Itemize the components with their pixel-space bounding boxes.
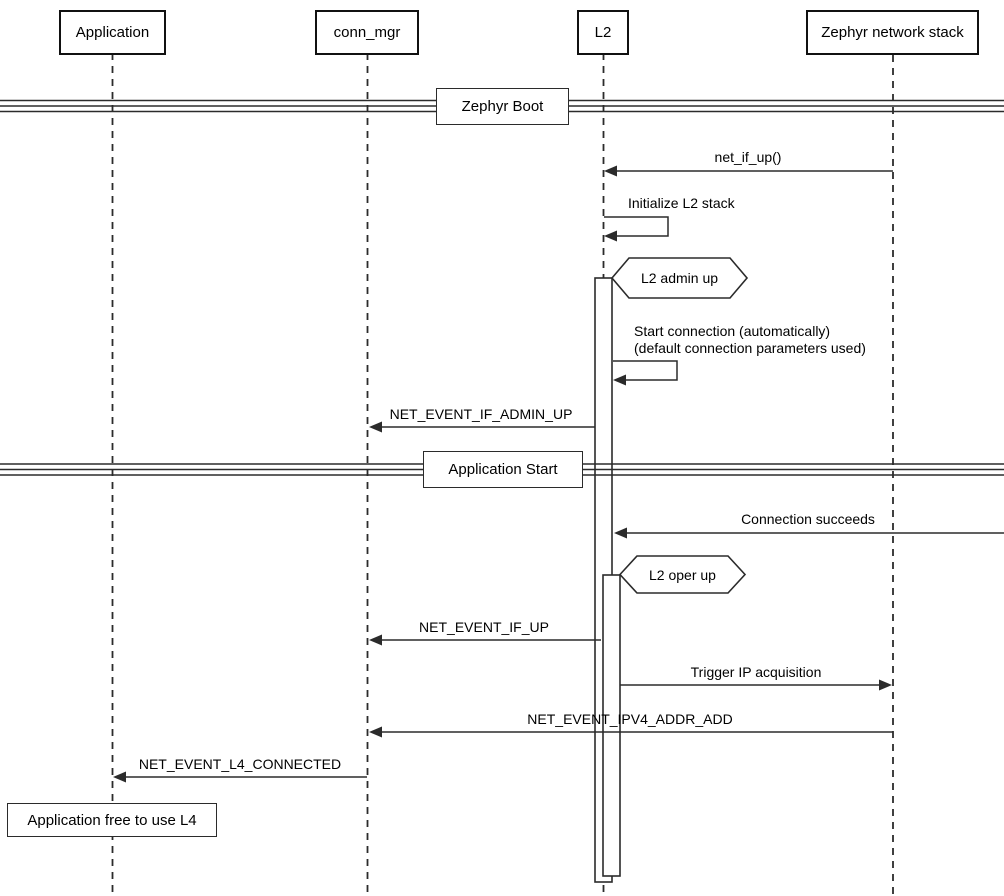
message-line-start-connection <box>613 360 678 381</box>
arrowhead-left-icon <box>604 230 617 242</box>
note-application-free-to-use-l4: Application free to use L4 <box>7 803 217 837</box>
arrowhead-left-icon <box>369 726 382 738</box>
arrowhead-left-icon <box>369 421 382 433</box>
note-l2-oper-up: L2 oper up <box>620 556 745 593</box>
participant-l2-label: L2 <box>594 24 612 41</box>
participant-application: Application <box>59 10 166 55</box>
message-label-net-event-if-admin-up: NET_EVENT_IF_ADMIN_UP <box>389 406 573 422</box>
message-label-net-event-ipv4-addr-add: NET_EVENT_IPV4_ADDR_ADD <box>527 711 733 727</box>
message-label-net-event-if-up: NET_EVENT_IF_UP <box>419 619 549 635</box>
participant-l2: L2 <box>577 10 629 55</box>
message-label-net-if-up: net_if_up() <box>714 149 782 165</box>
message-label-connection-succeeds: Connection succeeds <box>741 511 875 527</box>
note-application-free-to-use-l4-label: Application free to use L4 <box>27 811 197 829</box>
note-l2-admin-up-label: L2 admin up <box>640 270 719 286</box>
arrowhead-right-icon <box>879 679 892 691</box>
participant-conn-mgr: conn_mgr <box>315 10 419 55</box>
note-l2-oper-up-label: L2 oper up <box>649 566 716 583</box>
participant-zephyr-network-stack: Zephyr network stack <box>806 10 979 55</box>
divider-zephyr-boot: Zephyr Boot <box>436 88 569 125</box>
arrowhead-left-icon <box>113 771 126 783</box>
hexagon-l2-admin-up <box>610 257 749 299</box>
arrowhead-left-icon <box>613 374 626 386</box>
activation-bar-l2-inner <box>602 574 621 877</box>
message-label-start-connection: Start connection (automatically) (defaul… <box>634 323 866 357</box>
message-label-start-connection-line1: Start connection (automatically) <box>634 323 831 339</box>
message-label-net-event-l4-connected: NET_EVENT_L4_CONNECTED <box>138 756 342 772</box>
divider-application-start-label: Application Start <box>448 461 558 478</box>
divider-zephyr-boot-label: Zephyr Boot <box>461 98 544 115</box>
arrowhead-left-icon <box>369 634 382 646</box>
message-label-start-connection-line2: (default connection parameters used) <box>634 340 866 356</box>
arrowhead-left-icon <box>614 527 627 539</box>
hexagon-l2-oper-up <box>618 555 747 594</box>
message-line-initialize-l2 <box>604 216 669 237</box>
arrowhead-left-icon <box>604 165 617 177</box>
participant-conn-mgr-label: conn_mgr <box>333 24 401 41</box>
participant-zephyr-network-stack-label: Zephyr network stack <box>821 24 964 41</box>
note-l2-admin-up: L2 admin up <box>612 258 747 298</box>
message-label-trigger-ip-acquisition: Trigger IP acquisition <box>690 664 822 680</box>
message-label-initialize-l2: Initialize L2 stack <box>628 195 735 211</box>
participant-application-label: Application <box>75 24 150 41</box>
divider-application-start: Application Start <box>423 451 583 488</box>
